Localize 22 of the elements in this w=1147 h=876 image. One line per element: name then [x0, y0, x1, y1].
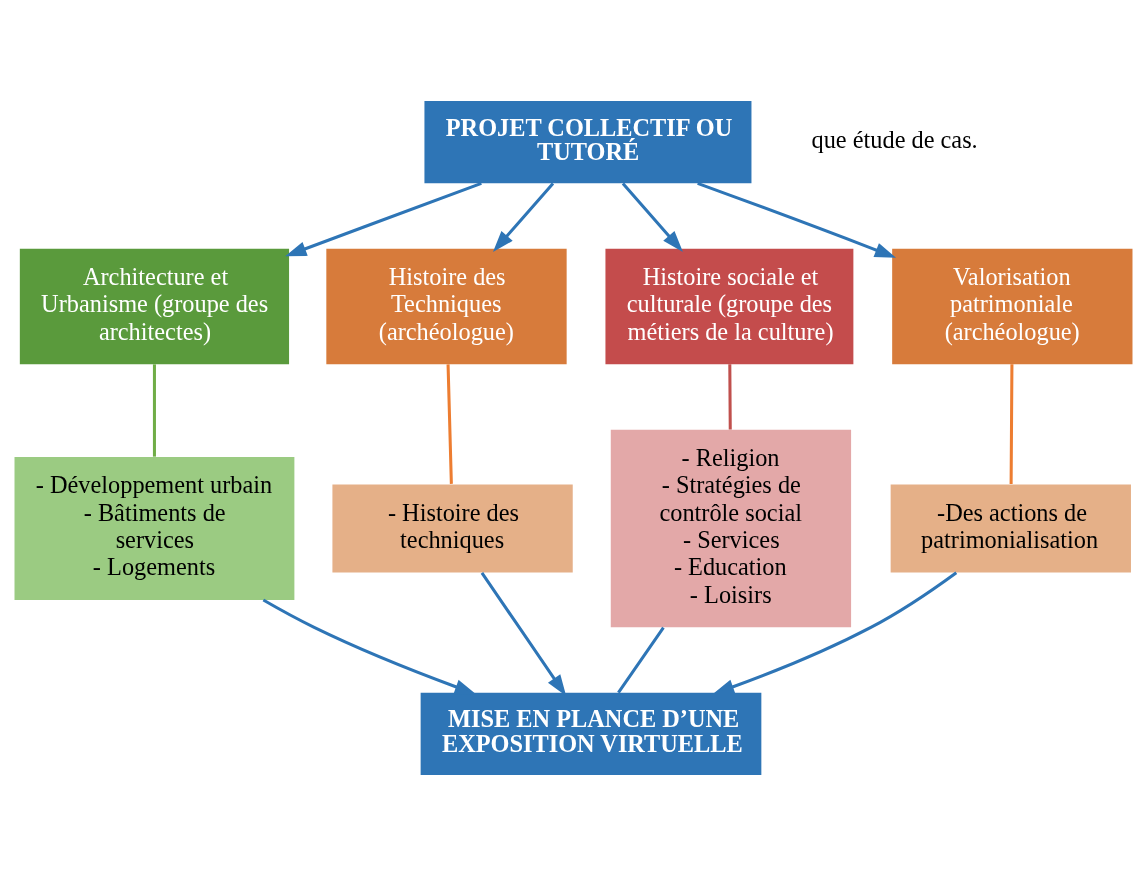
node-box: -Des actions de patrimonialisation [890, 484, 1131, 573]
connector [152, 364, 156, 457]
arrow [285, 181, 482, 257]
arrow [262, 598, 477, 695]
node-box: PROJET COLLECTIF OU TUTORÉ [424, 101, 752, 184]
node-box: - Religion - Stratégies de contrôle social - Services - Education - Loisirs [610, 429, 852, 628]
node-box: MISE EN PLANCE D’UNE EXPOSITION VIRTUELLE [420, 692, 762, 775]
connector [617, 626, 665, 694]
arrow [492, 182, 555, 252]
node-box: Valorisation patrimoniale (archéologue) [892, 248, 1133, 365]
node-box: Architecture et Urbanisme (groupe des architectes) [19, 248, 290, 365]
connector [728, 364, 732, 430]
arrow [621, 182, 683, 252]
node-box: Histoire des Techniques (archéologue) [326, 248, 567, 365]
node-box: - Développement urbain - Bâtiments de services - Logements [14, 457, 295, 600]
arrow [697, 181, 897, 258]
node-box: - Histoire des techniques [332, 484, 573, 573]
connector [446, 364, 453, 484]
label: que étude de cas. [811, 125, 978, 153]
arrow [712, 571, 958, 695]
node-box: Histoire sociale et culturale (groupe des métiers de la culture) [605, 248, 854, 365]
connector [1009, 364, 1014, 484]
